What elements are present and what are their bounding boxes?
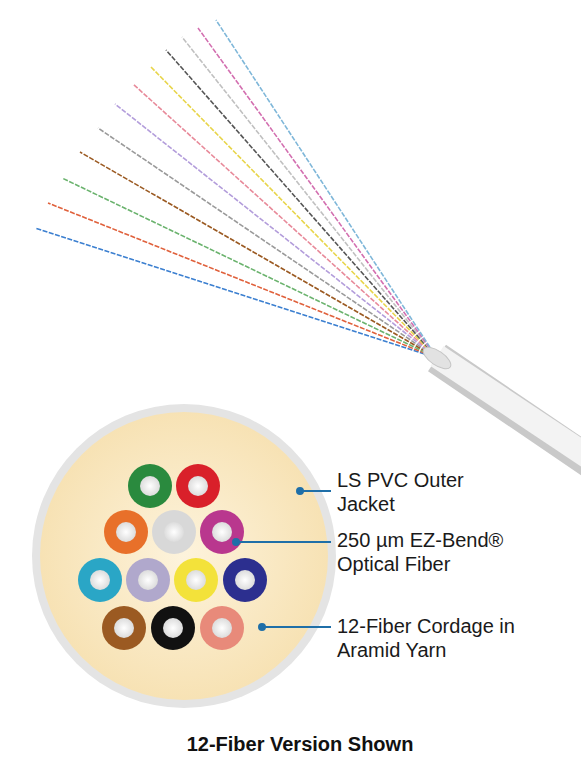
optical-fiber-strand [80, 152, 437, 358]
optical-fiber-strand [115, 104, 437, 358]
fiber-glass [138, 570, 158, 590]
fiber-cross-section [78, 558, 122, 602]
fiber-coating [78, 558, 122, 602]
callout-label: LS PVC Outer Jacket [337, 468, 502, 516]
leader-dot [259, 624, 265, 630]
fiber-cross-section [102, 606, 146, 650]
fiber-group [78, 464, 267, 650]
fiber-coating [104, 510, 148, 554]
fiber-glass [90, 570, 110, 590]
fiber-cross-section [104, 510, 148, 554]
fiber-coating [152, 510, 196, 554]
leader-line [262, 626, 331, 628]
leader-line [236, 541, 331, 543]
fiber-glass [212, 618, 232, 638]
fiber-glass [114, 618, 134, 638]
fiber-glass [186, 570, 206, 590]
callout-label: 250 µm EZ-Bend® Optical Fiber [337, 528, 542, 576]
leader-line [300, 490, 331, 492]
optical-fiber-strand [35, 228, 437, 358]
optical-fiber-strand [150, 66, 437, 358]
aramid-yarn [40, 412, 328, 700]
fiber-fan [35, 20, 437, 358]
optical-fiber-strand [98, 128, 437, 358]
fiber-coating [200, 606, 244, 650]
fiber-coating [126, 558, 170, 602]
leader-dot [233, 539, 239, 545]
fiber-glass [212, 522, 232, 542]
optical-fiber-strand [216, 20, 437, 358]
optical-fiber-strand [198, 28, 437, 358]
fiber-glass [140, 476, 160, 496]
fiber-cross-section [126, 558, 170, 602]
fiber-cross-section [200, 606, 244, 650]
fiber-coating [200, 510, 244, 554]
optical-fiber-strand [182, 37, 437, 358]
leader-dot [297, 488, 303, 494]
fiber-cross-section [152, 510, 196, 554]
fiber-coating [128, 464, 172, 508]
fiber-glass [163, 618, 183, 638]
optical-fiber-strand [166, 50, 437, 358]
fiber-glass [188, 476, 208, 496]
fiber-coating [102, 606, 146, 650]
leader-lines [233, 488, 331, 630]
outer-jacket [32, 404, 336, 708]
fiber-cross-section [223, 558, 267, 602]
fiber-cross-section [128, 464, 172, 508]
fiber-cross-section [200, 510, 244, 554]
cross-section [32, 404, 336, 708]
fiber-coating [174, 558, 218, 602]
fiber-coating [223, 558, 267, 602]
fiber-glass [235, 570, 255, 590]
optical-fiber-strand [133, 84, 437, 358]
fiber-coating [176, 464, 220, 508]
optical-fiber-strand [62, 178, 437, 358]
fiber-cross-section [176, 464, 220, 508]
fiber-glass [116, 522, 136, 542]
cable-jacket [420, 343, 581, 462]
fiber-cross-section [151, 606, 195, 650]
callout-label: 12-Fiber Cordage in Aramid Yarn [337, 614, 517, 662]
fiber-coating [151, 606, 195, 650]
fiber-glass [164, 522, 184, 542]
fiber-cross-section [174, 558, 218, 602]
caption: 12-Fiber Version Shown [187, 733, 414, 756]
